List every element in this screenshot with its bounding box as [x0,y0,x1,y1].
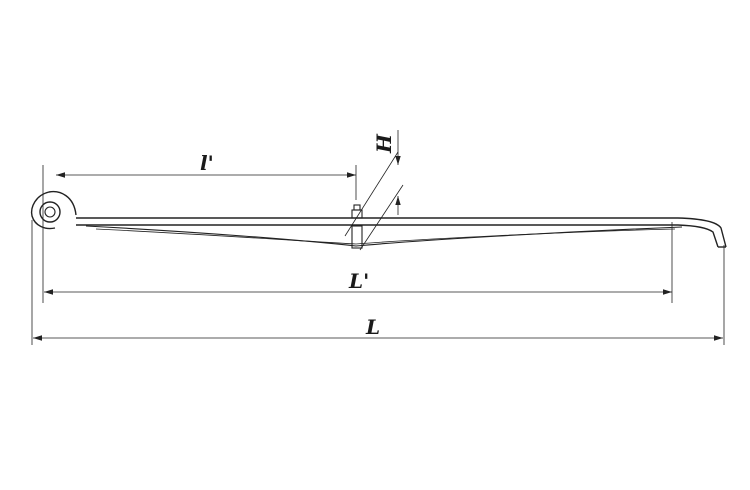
dimension-lines [33,130,723,341]
label-big-l: L [365,315,380,339]
leaf-spring [30,190,727,249]
spring-eye [30,190,77,230]
center-bolt [351,204,363,249]
extension-lines [31,151,725,345]
label-big-l-prime: L' [348,269,369,293]
main-leaf [76,217,727,248]
label-h: H [372,133,396,154]
label-small-l-prime: l' [200,151,214,175]
second-leaf [85,225,683,247]
